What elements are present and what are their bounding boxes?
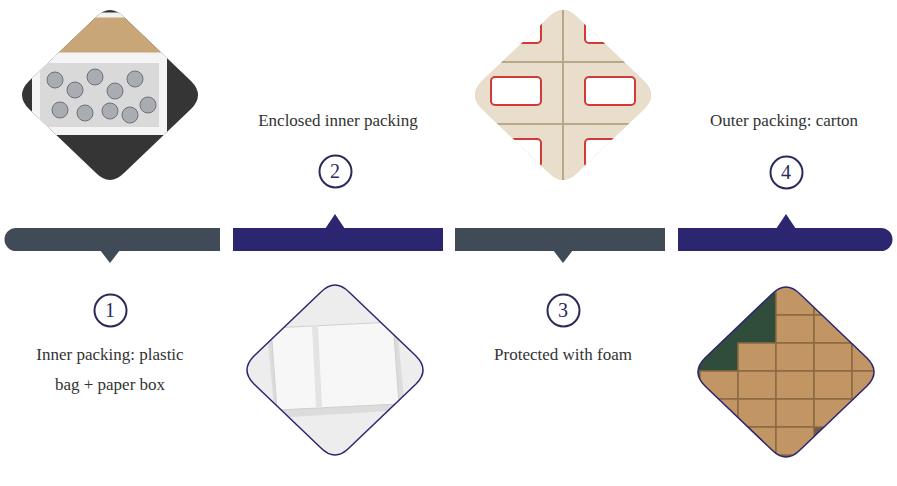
step-circle: 3 xyxy=(546,293,581,328)
step-caption: Inner packing: plastic bag + paper box xyxy=(22,340,198,400)
timeline-segment xyxy=(678,228,893,251)
circle-outline xyxy=(770,156,802,188)
circle-outline xyxy=(94,294,126,326)
photo-diamond xyxy=(463,0,663,195)
step-circle: 1 xyxy=(93,293,128,328)
step-number: 3 xyxy=(558,299,568,322)
circle-outline xyxy=(547,294,579,326)
step-number: 1 xyxy=(105,299,115,322)
pointer-triangle xyxy=(776,214,796,229)
pointer-triangle xyxy=(325,214,345,229)
timeline-segment xyxy=(455,228,665,251)
pointer-triangle xyxy=(553,250,573,263)
timeline-segment xyxy=(233,228,443,251)
photo-diamond xyxy=(686,272,890,472)
step-number: 4 xyxy=(781,161,791,184)
photo-diamond xyxy=(10,0,210,195)
step-number: 2 xyxy=(330,160,340,183)
pointer-triangle xyxy=(100,250,120,263)
step-caption: Outer packing: carton xyxy=(672,106,896,136)
step-circle: 4 xyxy=(769,155,804,190)
photo-diamond xyxy=(235,270,435,470)
step-circle: 2 xyxy=(318,154,353,189)
timeline-segment xyxy=(5,228,221,251)
circle-outline xyxy=(319,155,351,187)
step-caption: Protected with foam xyxy=(443,340,683,370)
step-caption: Enclosed inner packing xyxy=(218,106,458,136)
